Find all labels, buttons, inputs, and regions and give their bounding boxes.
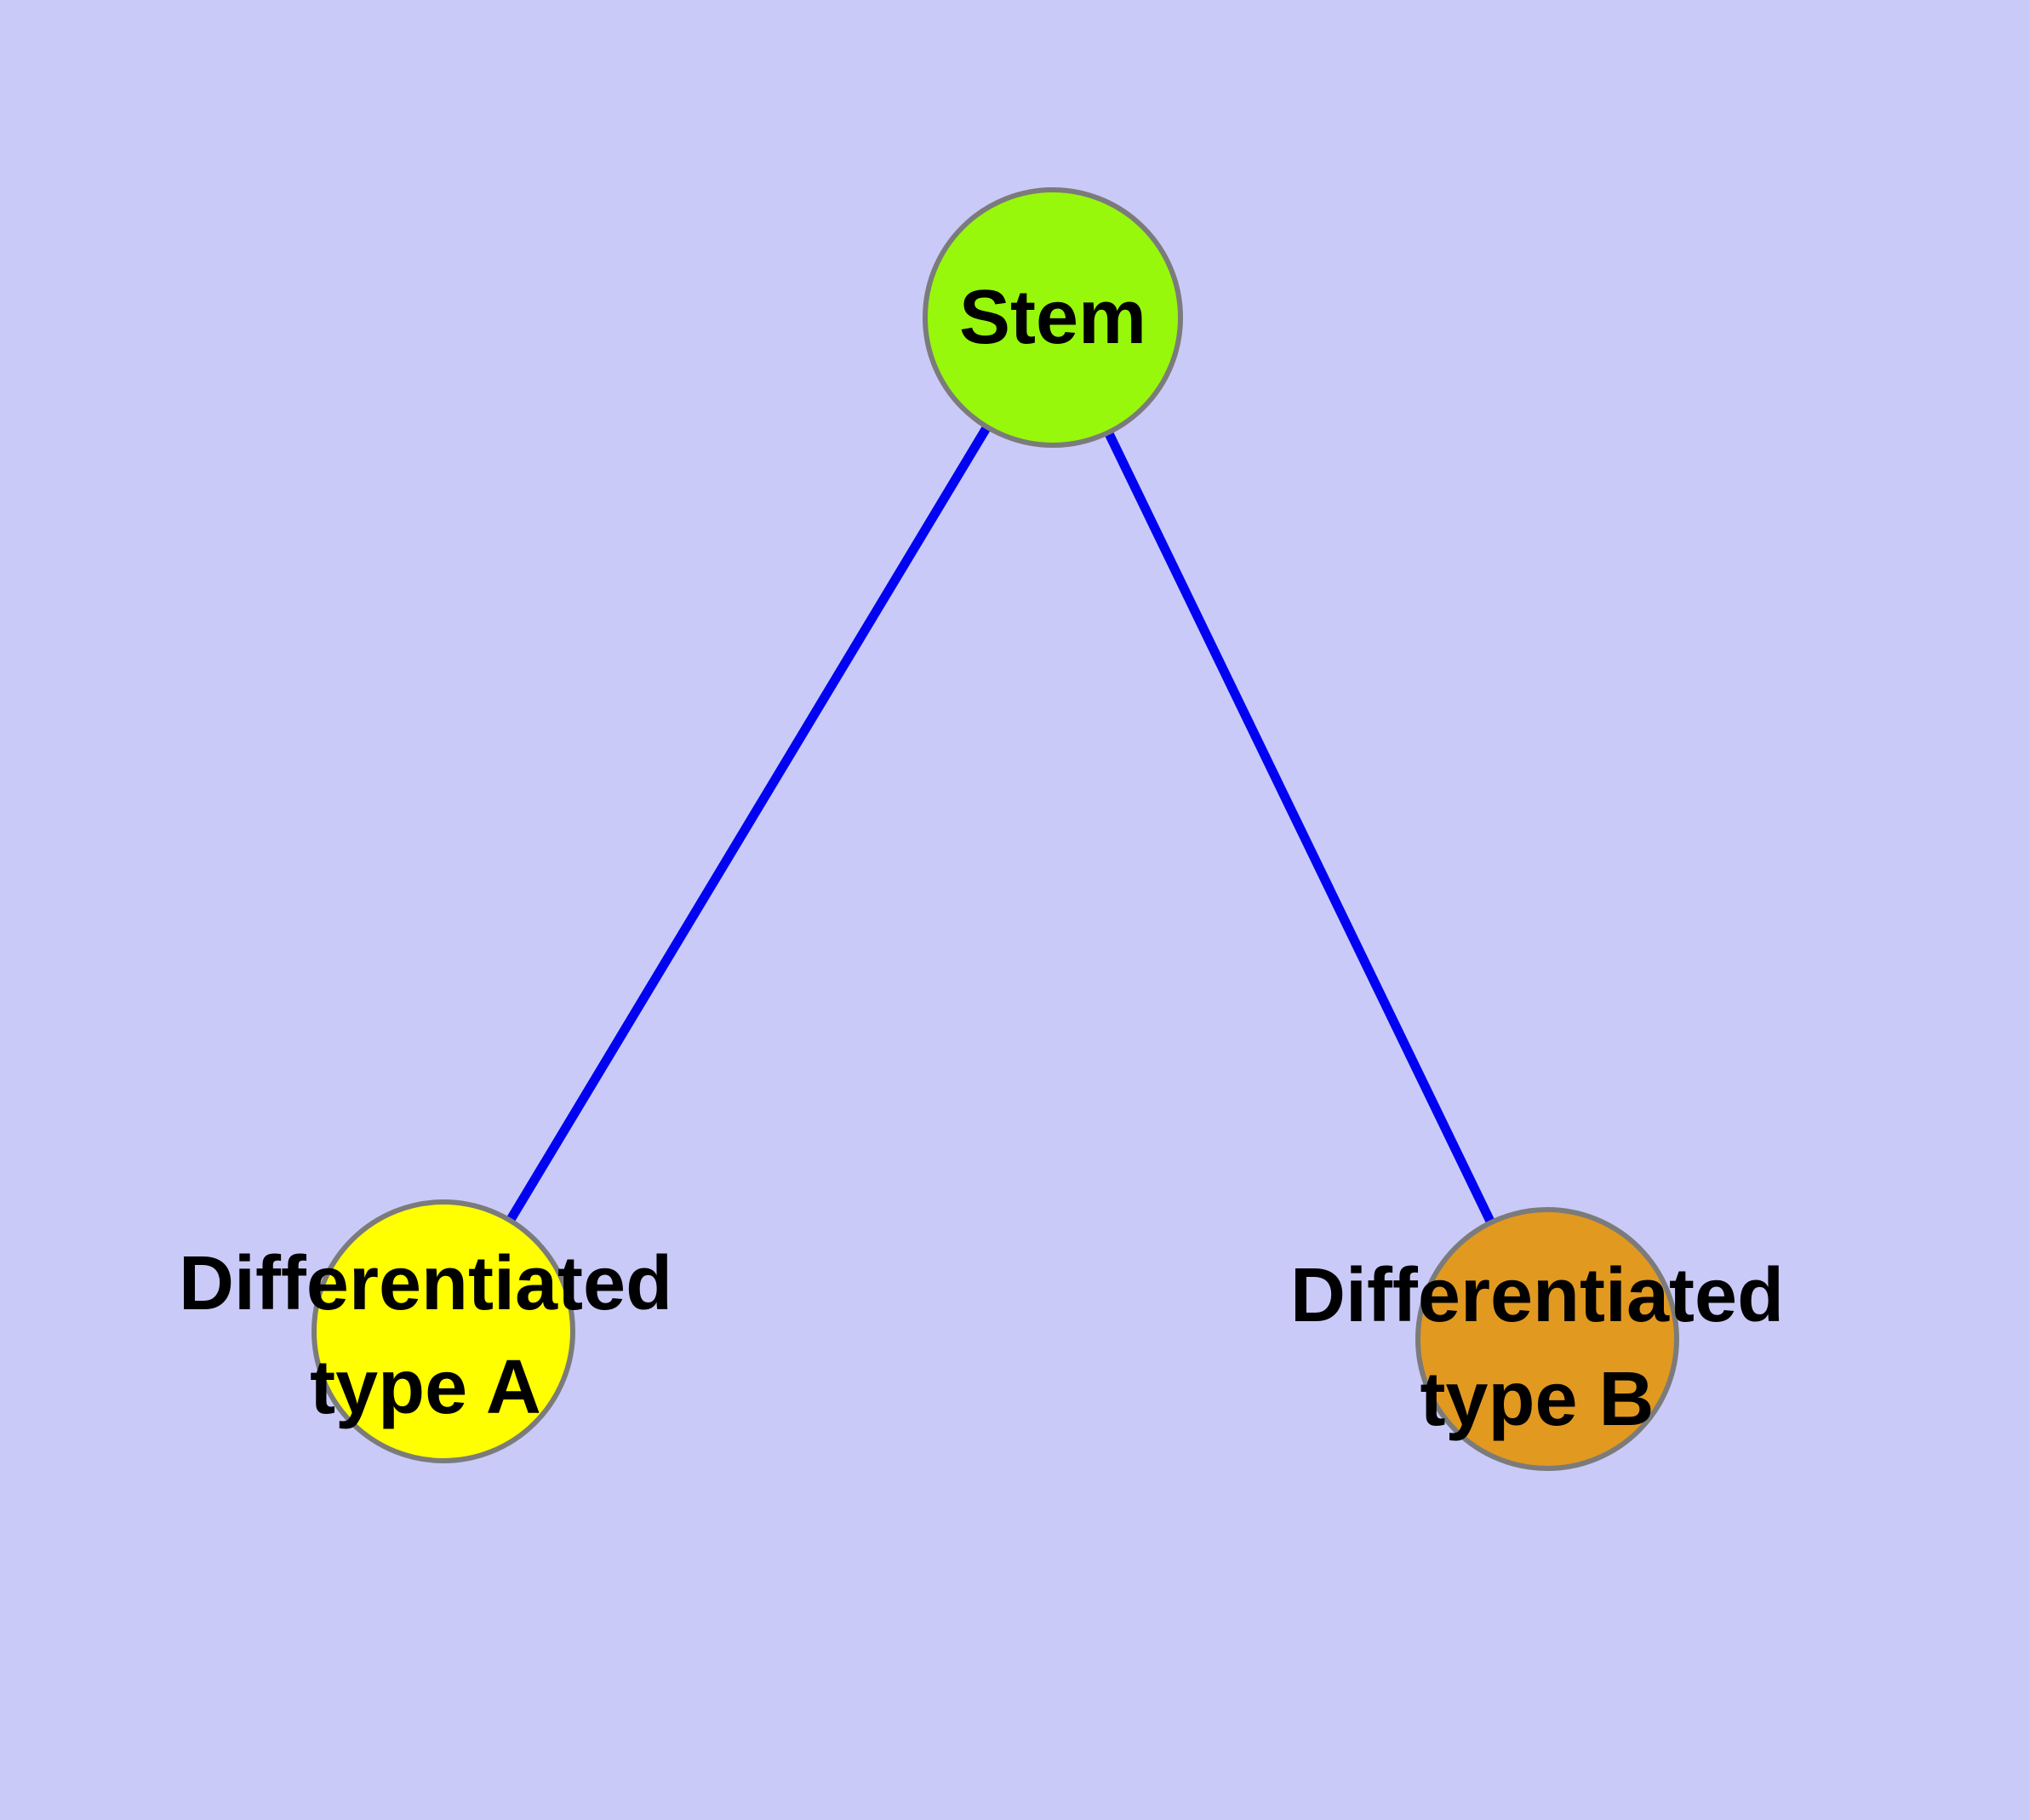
node-type-a-circle: [311, 1199, 575, 1463]
edge-stem-to-type-b: [1049, 315, 1552, 1342]
node-type-a-label-line2: type A: [310, 1345, 541, 1430]
node-type-b-circle: [1415, 1207, 1679, 1471]
edge-stem-to-type-a: [439, 315, 1057, 1334]
node-type-b-label-line2: type B: [1420, 1357, 1655, 1442]
node-stem-label: Stem: [958, 275, 1147, 360]
node-type-b-label-line1: Differentiated: [1289, 1253, 1785, 1338]
node-type-a-label-line1: Differentiated: [178, 1241, 673, 1326]
node-stem-circle: [923, 187, 1183, 448]
node-type-a-label: Differentiated type A: [179, 1232, 672, 1439]
node-type-b-label: Differentiated type B: [1290, 1244, 1784, 1451]
